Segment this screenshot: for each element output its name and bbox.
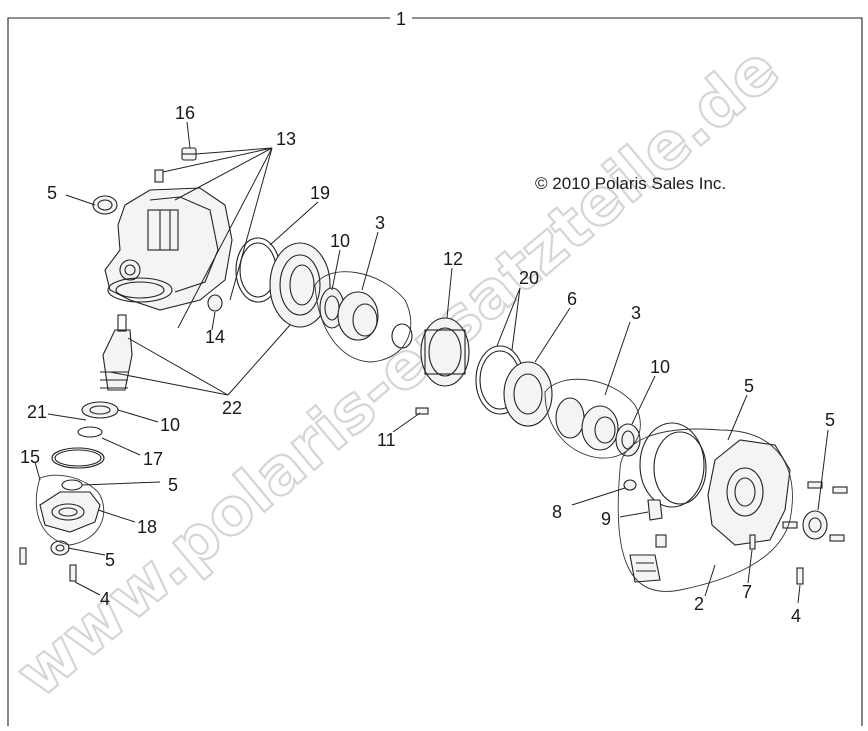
bearing-center-right [555, 397, 641, 457]
seal-top-left [92, 195, 118, 215]
callout-19: 19 [310, 183, 330, 203]
callout-4-right: 4 [791, 606, 801, 626]
pin-11 [415, 407, 429, 415]
callout-20: 20 [519, 268, 539, 288]
pinion-cover [39, 491, 101, 533]
callout-15: 15 [20, 447, 40, 467]
callout-16: 16 [175, 103, 195, 123]
callout-5-right-seal: 5 [825, 410, 835, 430]
copyright-text: © 2010 Polaris Sales Inc. [535, 174, 726, 193]
callout-21: 21 [27, 402, 47, 422]
plug-14 [207, 294, 223, 312]
assembly-frame [7, 17, 863, 726]
bolts-right [782, 481, 848, 585]
callout-8: 8 [552, 502, 562, 522]
callout-numbers: 1 16 13 5 19 10 3 12 20 6 3 10 5 5 14 22… [20, 9, 835, 626]
callout-11: 11 [377, 430, 396, 450]
outline-group-2 [617, 428, 793, 592]
callout-3-right: 3 [631, 303, 641, 323]
callout-5-lower-left: 5 [105, 550, 115, 570]
bearing-center-left [319, 287, 413, 349]
ring-gear-group [235, 237, 331, 328]
bolts-lower-left [19, 547, 77, 582]
shift-parts-2 [629, 554, 661, 583]
callout-10-right: 10 [650, 357, 670, 377]
plate-6 [503, 361, 553, 427]
outline-group-3-right [544, 378, 641, 459]
callout-1: 1 [396, 9, 406, 29]
breather-fitting [154, 169, 164, 183]
callout-22: 22 [222, 398, 242, 418]
callout-17: 17 [143, 449, 163, 469]
gasket-rings [639, 422, 707, 508]
callout-12: 12 [443, 249, 463, 269]
leader-lines [34, 121, 829, 604]
seal-right [802, 510, 828, 540]
callout-10-center-left: 10 [330, 231, 350, 251]
callout-3-left: 3 [375, 213, 385, 233]
callout-18: 18 [137, 517, 157, 537]
bearing-lower-left [81, 401, 119, 419]
callout-2: 2 [694, 594, 704, 614]
differential-cage [420, 317, 470, 387]
callout-10-lower-left: 10 [160, 415, 180, 435]
callout-9: 9 [601, 509, 611, 529]
seal-mid-left [61, 479, 83, 491]
right-cover [707, 439, 791, 546]
callout-6: 6 [567, 289, 577, 309]
o-ring-17 [51, 426, 105, 469]
callout-14: 14 [205, 327, 225, 347]
main-housing [104, 187, 233, 311]
callout-5-right-cover: 5 [744, 376, 754, 396]
seal-lower-left [50, 540, 70, 556]
small-parts-8-9-7 [623, 479, 756, 550]
plug-16 [181, 147, 197, 161]
callout-7: 7 [742, 582, 752, 602]
callout-5-top-left: 5 [47, 183, 57, 203]
outline-group-15 [35, 474, 105, 546]
callout-13: 13 [276, 129, 296, 149]
outline-group-3-left [314, 271, 412, 363]
callout-5-mid-left: 5 [168, 475, 178, 495]
pinion-shaft [100, 314, 133, 391]
callout-4-left: 4 [100, 589, 110, 609]
